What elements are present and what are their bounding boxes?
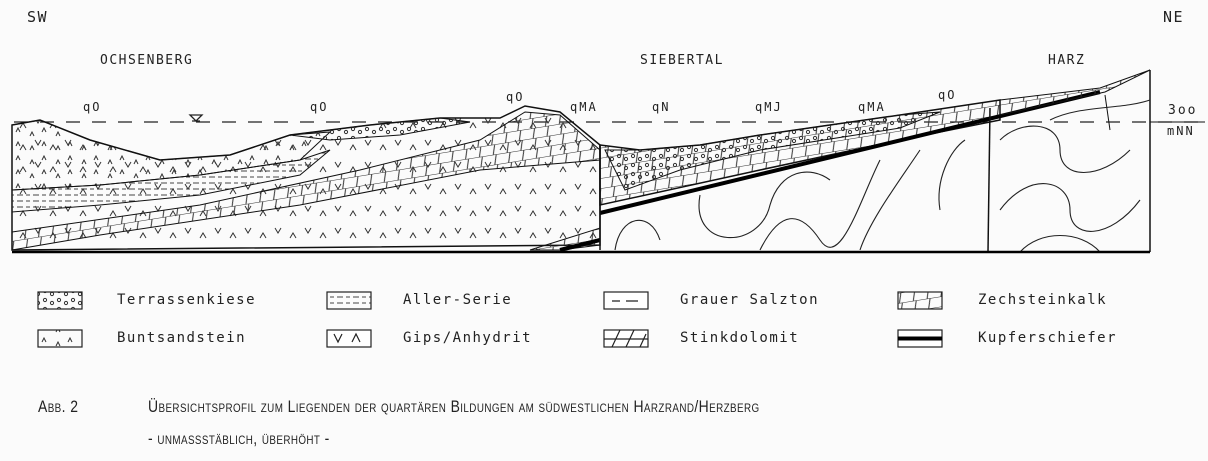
surface-label: qN: [652, 100, 671, 114]
surface-label: qO: [83, 100, 102, 114]
legend-swatch-terrassenkiese: [37, 291, 83, 310]
surface-label: qMJ: [755, 100, 783, 114]
legend-label: Grauer Salzton: [680, 292, 820, 308]
location-harz: HARZ: [1048, 53, 1086, 68]
legend-label: Stinkdolomit: [680, 330, 800, 346]
surface-label: qMA: [858, 100, 886, 114]
legend-swatch-buntsandstein: [37, 329, 83, 348]
legend-label: Kupferschiefer: [978, 330, 1118, 346]
legend-swatch-gips-anhydrit: [326, 329, 372, 348]
caption-subtitle: - unmassstäblich, überhöht -: [148, 429, 330, 448]
surface-label: qO: [310, 100, 329, 114]
surface-label: qMA: [570, 100, 598, 114]
legend-swatch-zechsteinkalk: [897, 291, 943, 310]
legend-label: Aller-Serie: [403, 292, 513, 308]
legend-swatch-aller-serie: [326, 291, 372, 310]
location-ochsenberg: OCHSENBERG: [100, 53, 194, 68]
legend-label: Zechsteinkalk: [978, 292, 1108, 308]
caption-number: Abb. 2: [38, 397, 79, 416]
legend-swatches: [37, 291, 943, 348]
kupferschiefer-line: [599, 90, 1101, 215]
legend-label: Buntsandstein: [117, 330, 247, 346]
surface-label: qO: [506, 90, 525, 104]
direction-sw: SW: [27, 8, 49, 26]
surface-label: qO: [938, 88, 957, 102]
legend-label: Terrassenkiese: [117, 292, 257, 308]
direction-ne: NE: [1163, 8, 1185, 26]
elevation-unit: mNN: [1167, 124, 1195, 138]
legend-label: Gips/Anhydrit: [403, 330, 533, 346]
elevation-value: 3oo: [1168, 103, 1198, 118]
location-siebertal: SIEBERTAL: [640, 53, 724, 68]
caption-title: Übersichtsprofil zum Liegenden der quart…: [148, 397, 760, 416]
water-level-icon: [188, 114, 204, 122]
